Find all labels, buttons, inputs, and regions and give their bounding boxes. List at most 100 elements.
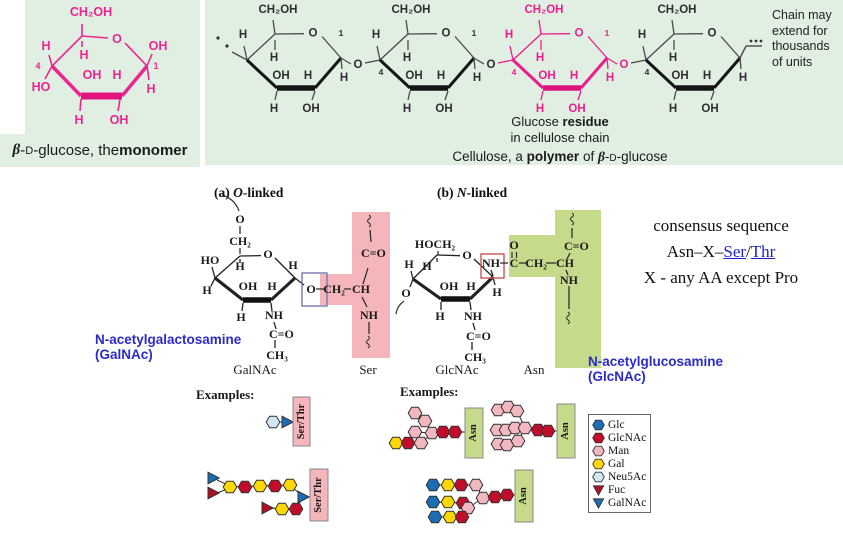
glucose-residue-ring: CH₂OH O H 4 H OH H H OH 1 H [505,4,614,115]
gal-icon [274,502,290,516]
legend-row: GalNAc [592,496,646,509]
asn-backbone-bonds [565,228,573,309]
atom-label: OH [302,103,319,115]
glcnac-icon [540,424,556,438]
atom-label: CH₂ [323,282,345,296]
asn-bar [556,403,576,459]
legend-label: Gal [608,457,625,470]
legend-label: Man [608,444,630,457]
carbon-number: 4 [35,61,40,71]
atom-label: H [304,70,312,82]
atom-label: H [79,48,88,62]
glucose-ring-1: CH₂OH O H H OH H H OH 1 H [239,4,348,115]
bond [606,57,618,65]
chain-squiggle [395,300,405,315]
galnac-structure: O CH₂ O HO H H [95,194,386,377]
note-line: thousands [772,39,830,53]
glcnac-icon [237,480,253,494]
caption-text: - [20,142,26,159]
residue-caption: Glucose residue in cellulose chain [480,114,640,146]
caption-text: Glucose [511,114,563,129]
atom-label: H [638,29,646,41]
caption-bold: monomer [119,142,188,159]
olinked-example-2: Ser/Thr [207,468,329,522]
chain-note: Chain may extend for thousands of units [772,8,843,70]
carbon-number: 1 [605,28,610,38]
man-icon [468,478,484,492]
carbon-number: 1 [153,61,158,71]
atom-label: H [505,29,513,41]
atom-label: O [487,59,496,71]
monomer-structure: CH₂OH O OH 1 H H 4 HO H OH H H OH [32,5,168,127]
atom-label: H [536,103,544,115]
legend-row: Gal [592,457,646,470]
atom-label: O [309,28,318,40]
atom-label: OH [440,279,459,293]
glcnac-icon [267,479,283,493]
galnac-blue-label: N-acetylgalactosamine [95,332,242,347]
atom-label: H [473,72,481,84]
legend-label: Neu5Ac [608,470,647,483]
monomer-bonds [44,24,153,112]
atom-label: C [510,256,519,270]
glc-icon [425,495,441,509]
caption-text: of [579,149,598,164]
atom-label: O [509,238,518,252]
atom-label: OH [272,70,289,82]
atom-label: OH [110,113,129,127]
gal-icon [222,480,238,494]
atom-label: OH [239,279,258,293]
bond [364,59,381,64]
neu5ac-icon [592,471,605,482]
atom-label: H [74,113,83,127]
atom-label: CH₃ [464,350,486,364]
man-icon [510,434,526,448]
examples-label-nlinked: Examples: [400,384,459,399]
atom-label: C=O [466,329,491,343]
atom-label: H [606,72,614,84]
atom-label: CH₃ [266,348,288,362]
galnac-icon [592,497,605,509]
galnac-icon [207,471,220,485]
glcnac-icon [592,432,605,443]
beta-symbol: β [12,142,21,158]
glcnac-icon [487,490,503,504]
atom-label: OH [568,103,585,115]
bond [340,57,352,65]
atom-label: CH₂OH [658,4,697,16]
atom-label: O [462,248,471,262]
bonds [376,19,476,101]
legend-row: GlcNAc [592,431,646,444]
monomer-atom-labels: CH₂OH O OH 1 H H 4 HO H OH H H OH [32,5,168,127]
legend-row: Man [592,444,646,457]
gal-icon [440,495,456,509]
consensus-line1: consensus sequence [653,216,789,235]
gal-icon [440,478,456,492]
note-line: Chain may [772,8,832,22]
nlinked-heading: (b) N-linked [437,185,507,201]
glcnac-icon [400,436,416,450]
thr-link[interactable]: Thr [750,242,776,261]
heading-text: (b) [437,185,457,200]
carbon-number: 1 [472,28,477,38]
carbon-number: 4 [645,67,650,77]
atom-label: O [575,28,584,40]
atom-label: H [703,70,711,82]
heading-text: -linked [466,185,508,200]
atom-label: OH [671,70,688,82]
consensus-line3: X - any AA except Pro [643,268,799,287]
monomer-caption: β-D-glucose, the monomer [0,134,200,167]
carbon-number: 4 [512,67,517,77]
man-icon [417,414,433,428]
sugar-label: GalNAc [233,362,277,377]
carbon-number: 1 [339,28,344,38]
fuc-icon [592,484,605,496]
atom-label: H [270,103,278,115]
ser-link[interactable]: Ser [723,242,747,261]
nlinked-example-2: Asn [489,400,576,459]
galnac-icon [297,490,310,504]
bond [231,51,248,61]
atom-label: CH₂ [229,234,251,248]
atom-label: NH [560,273,579,287]
atom-label: H [403,52,411,64]
